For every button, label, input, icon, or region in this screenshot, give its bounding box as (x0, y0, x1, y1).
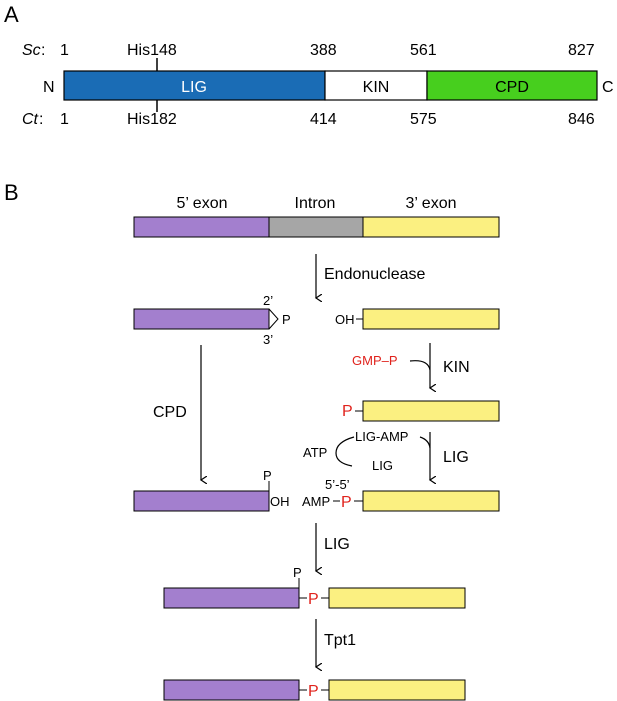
domain-cpd (426, 70, 598, 101)
row4-5-exon (133, 490, 270, 512)
row2-3-exon (362, 308, 500, 330)
sc-pos-his: His148 (127, 42, 177, 59)
row3-p-label: P (342, 403, 353, 420)
row4-top-p: P (263, 468, 272, 483)
row2-oh-label: OH (335, 312, 355, 327)
lig-enzyme-label: LIG (372, 458, 393, 473)
row3-3-exon (362, 400, 500, 422)
ct-pos-his: His182 (127, 111, 177, 128)
row6-3-exon (328, 679, 466, 701)
lig-atp-curve (335, 436, 355, 467)
tpt1-label: Tpt1 (324, 632, 356, 649)
row4-oh-label: OH (270, 494, 290, 509)
domain-lig-label: LIG (181, 79, 207, 96)
endonuclease-label: Endonuclease (324, 266, 426, 283)
lig-1-label: LIG (443, 449, 469, 466)
sc-pos-827: 827 (568, 42, 595, 59)
row2-5-exon (133, 308, 270, 330)
sc-pos-1: 1 (60, 42, 69, 59)
lig-amp-label: LIG-AMP (355, 429, 408, 444)
sc-pos-388: 388 (310, 42, 337, 59)
panel-b-label: B (4, 180, 19, 205)
row6-5-exon (163, 679, 300, 701)
header-3-exon: 3’ exon (406, 195, 457, 212)
cpd-label: CPD (153, 404, 187, 421)
domain-kin-label: KIN (363, 79, 390, 96)
row5-top-p: P (293, 565, 302, 580)
cyclic-phosphate-bracket (268, 308, 279, 330)
sc-species-label: Sc (22, 42, 41, 59)
header-5-exon: 5’ exon (177, 195, 228, 212)
row4-3-exon (362, 490, 500, 512)
kin-gmp-curve (409, 360, 431, 371)
ct-pos-414: 414 (310, 111, 337, 128)
c-terminus-label: C (602, 79, 614, 96)
panel-a-label: A (4, 2, 19, 27)
row1-5-exon (133, 216, 270, 238)
row1-3-exon (362, 216, 500, 238)
kin-label: KIN (443, 359, 470, 376)
ct-species-label: Ct (22, 111, 39, 128)
sc-colon: : (41, 42, 45, 59)
row4-p-red: P (341, 494, 352, 511)
lig-2-label: LIG (324, 536, 350, 553)
row5-p-red: P (308, 591, 319, 608)
ct-pos-1: 1 (60, 111, 69, 128)
header-intron: Intron (295, 195, 336, 212)
n-terminus-label: N (43, 79, 55, 96)
ct-pos-575: 575 (410, 111, 437, 128)
row6-p-red: P (308, 683, 319, 700)
lig-amp-to-arrow (419, 436, 431, 449)
domain-kin (324, 70, 428, 101)
three-prime-label: 3’ (263, 332, 273, 347)
atp-label: ATP (303, 445, 327, 460)
gmp-p-label: GMP–P (352, 353, 398, 368)
cyclic-p-label: P (282, 312, 291, 327)
ct-colon: : (39, 111, 43, 128)
amp-label: AMP (302, 494, 330, 509)
five-five-label: 5’-5’ (325, 477, 350, 492)
row1-intron (268, 216, 364, 238)
row5-3-exon (328, 587, 466, 609)
sc-pos-561: 561 (410, 42, 437, 59)
ct-pos-846: 846 (568, 111, 595, 128)
row5-5-exon (163, 587, 300, 609)
domain-cpd-label: CPD (495, 79, 529, 96)
two-prime-label: 2’ (263, 293, 273, 308)
